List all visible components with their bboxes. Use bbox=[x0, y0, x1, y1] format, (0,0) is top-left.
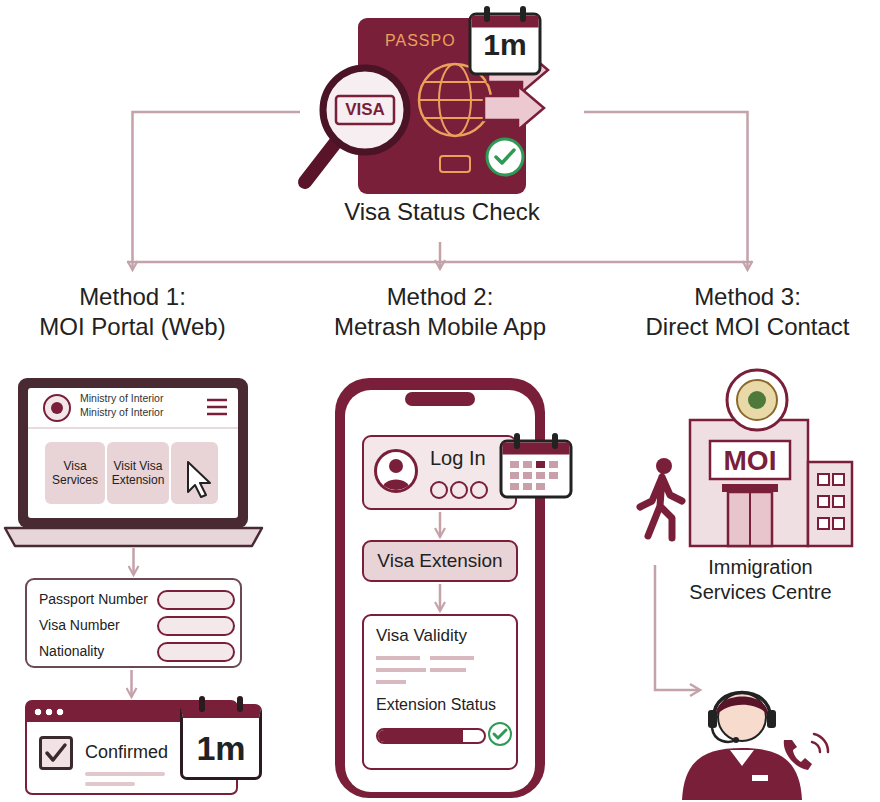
laptop-illustration bbox=[5, 378, 262, 546]
node-subtext: Immigration Services Centre bbox=[673, 555, 848, 605]
node-text: Visa Status Check bbox=[300, 198, 584, 226]
node-text: MOI bbox=[710, 445, 790, 477]
node-subtext: MOI Portal (Web) bbox=[39, 312, 225, 342]
menu-button: Visa Services bbox=[45, 442, 105, 504]
node-text: Visa Extension bbox=[377, 550, 502, 572]
node-subtext: Nationality bbox=[39, 643, 104, 659]
node-text: Visa Validity bbox=[376, 626, 467, 646]
node-subtext: Visa Number bbox=[39, 617, 120, 633]
flow-arrow bbox=[584, 112, 748, 270]
pedestrian-figure bbox=[640, 458, 682, 538]
flow-arrow bbox=[132, 548, 135, 575]
node-text: Method 2: bbox=[387, 282, 494, 312]
method-heading: Method 3:Direct MOI Contact bbox=[625, 272, 870, 352]
service-centre: MOI Immigration Services Centre bbox=[630, 375, 865, 609]
node-subtext: Ministry of Interior bbox=[80, 406, 163, 418]
leader-arrowhead bbox=[690, 684, 700, 696]
building-illustration bbox=[690, 370, 852, 546]
menu-button: Visit Visa Extension bbox=[107, 442, 169, 504]
passport-illustration bbox=[305, 6, 548, 194]
method-heading: Method 1:MOI Portal (Web) bbox=[10, 272, 255, 352]
laptop-screen: Ministry of InteriorMinistry of Interior… bbox=[5, 378, 262, 546]
flow-arrow bbox=[133, 112, 301, 270]
method-heading: Method 2:Metrash Mobile App bbox=[305, 272, 575, 352]
node-text: Visit Visa Extension bbox=[109, 459, 167, 488]
node-text: Passport Number bbox=[39, 591, 148, 607]
illustration-label: VISA bbox=[336, 100, 394, 120]
login-card: Log In bbox=[362, 435, 517, 510]
node-subtext: Extension Status bbox=[376, 696, 496, 714]
agent-illustration bbox=[682, 693, 828, 801]
node-text: Method 1: bbox=[79, 282, 186, 312]
node-text: Log In bbox=[430, 447, 486, 470]
illustration-label: 1m bbox=[470, 30, 540, 60]
form-box: Passport NumberVisa NumberNationality bbox=[25, 578, 242, 668]
menu-item: Visa Extension bbox=[362, 540, 518, 582]
node-subtext: Metrash Mobile App bbox=[334, 312, 546, 342]
node-text: Confirmed bbox=[85, 742, 168, 763]
calendar-icon: 1m bbox=[180, 704, 262, 780]
flow-arrow bbox=[130, 670, 133, 697]
node-subtext: Direct MOI Contact bbox=[645, 312, 849, 342]
flow-arrow bbox=[439, 512, 442, 537]
node-text: Method 3: bbox=[694, 282, 801, 312]
flow-arrow bbox=[439, 584, 442, 611]
illustration-label: PASSPO bbox=[385, 32, 456, 50]
flow-arrow bbox=[439, 242, 442, 269]
node-text: 1m bbox=[196, 731, 245, 765]
node-text: Ministry of Interior bbox=[80, 392, 163, 404]
node-text: Visa Services bbox=[47, 459, 103, 488]
status-panel: Visa ValidityExtension Status bbox=[362, 614, 518, 770]
